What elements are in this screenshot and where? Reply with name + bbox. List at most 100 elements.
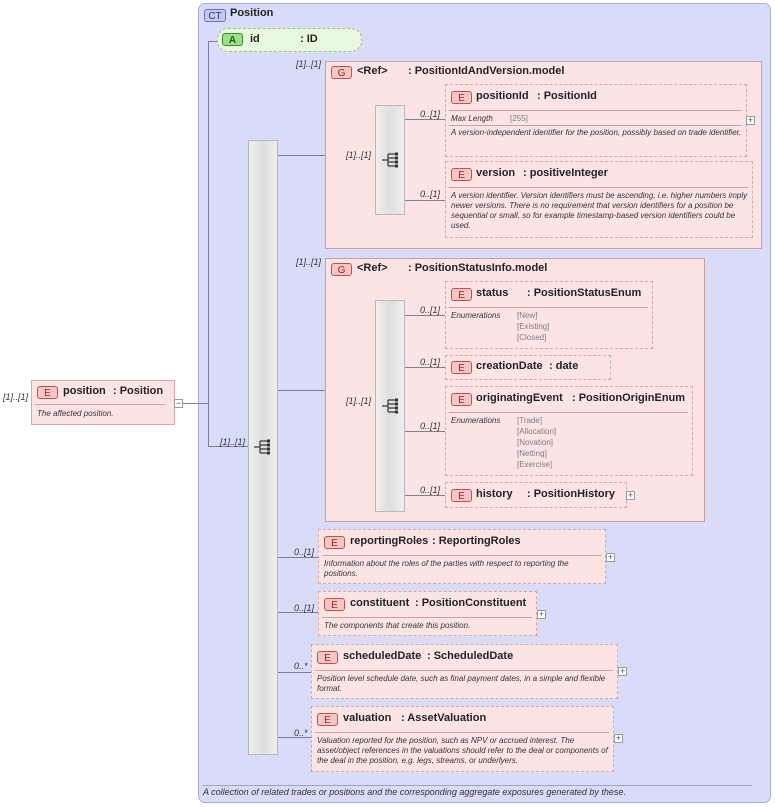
connector-line [405, 315, 445, 316]
attribute-type: : ID [300, 33, 318, 45]
sequence-icon [382, 398, 398, 414]
element-documentation: The affected position. [37, 409, 114, 418]
connector-line [405, 367, 445, 368]
divider [322, 555, 601, 556]
element-badge: E [451, 288, 472, 301]
element-documentation: Information about the roles of the parti… [324, 559, 569, 578]
group-multiplicity: [1]..[1] [296, 59, 322, 69]
group-sequence[interactable] [375, 300, 405, 512]
element-badge: E [37, 386, 58, 399]
element-name: constituent [350, 597, 410, 609]
element-multiplicity: 0..[1] [420, 109, 441, 119]
group-badge: G [331, 66, 352, 79]
expand-icon[interactable]: + [537, 609, 546, 619]
divider [449, 412, 688, 413]
element-documentation: A version identifier. Version identifier… [451, 191, 748, 230]
element-name: originatingEvent [476, 392, 563, 404]
divider [449, 125, 742, 126]
connector-line [405, 495, 445, 496]
enum-value: [Allocation] [517, 427, 557, 436]
group-name: : PositionIdAndVersion.model [408, 65, 565, 77]
element-documentation: Valuation reported for the position, suc… [317, 736, 608, 765]
element-documentation: A version-independent identifier for the… [451, 128, 742, 137]
element-badge: E [317, 713, 338, 726]
element-type: : ReportingRoles [432, 535, 521, 547]
group-badge: G [331, 263, 352, 276]
element-type: : PositionStatusEnum [527, 287, 642, 299]
expand-icon[interactable]: + [626, 490, 635, 500]
element-type: : date [549, 360, 579, 372]
element-type: : PositionConstituent [415, 597, 527, 609]
element-multiplicity: 0..[1] [294, 603, 315, 613]
expand-icon[interactable]: + [606, 552, 615, 562]
connector-line [405, 119, 445, 120]
expand-icon[interactable]: + [614, 733, 623, 743]
element-documentation: Position level schedule date, such as fi… [317, 674, 606, 693]
complex-type-title: Position [230, 7, 274, 19]
element-name: scheduledDate [343, 650, 422, 662]
element-badge: E [451, 361, 472, 374]
connector-line [278, 155, 325, 156]
enum-value: [Novation] [517, 438, 554, 447]
enum-value: [Closed] [517, 333, 547, 342]
divider [449, 187, 748, 188]
collapse-icon[interactable]: − [174, 398, 183, 408]
element-multiplicity: 0..* [294, 728, 308, 738]
connector-line [208, 41, 209, 404]
divider [449, 110, 742, 111]
element-valuation[interactable] [311, 706, 614, 772]
divider [315, 732, 609, 733]
element-badge: E [317, 651, 338, 664]
element-multiplicity: 0..[1] [420, 305, 441, 315]
element-originating-event[interactable] [445, 386, 693, 476]
element-constituent[interactable] [318, 591, 537, 636]
sequence-icon [254, 439, 270, 455]
element-scheduled-date[interactable] [311, 644, 618, 699]
connector-line [278, 557, 318, 558]
enum-value: [Trade] [517, 416, 543, 425]
connector-line [208, 403, 209, 447]
element-status[interactable] [445, 281, 653, 349]
element-badge: E [324, 536, 345, 549]
group-multiplicity: [1]..[1] [296, 257, 322, 267]
facet-label: Max Length [451, 114, 493, 123]
element-badge: E [451, 393, 472, 406]
element-reporting-roles[interactable] [318, 529, 606, 584]
group-name: : PositionStatusInfo.model [408, 262, 548, 274]
element-type: : PositionId [537, 90, 597, 102]
element-multiplicity: 0..[1] [420, 485, 441, 495]
element-badge: E [324, 598, 345, 611]
element-multiplicity: 0..[1] [420, 189, 441, 199]
connector-line [177, 403, 208, 404]
connector-line [278, 672, 311, 673]
enumerations-label: Enumerations [451, 416, 501, 425]
main-sequence[interactable] [248, 140, 278, 755]
element-type: : positiveInteger [523, 167, 608, 179]
element-name: position [63, 385, 106, 397]
divider [322, 617, 532, 618]
group-sequence[interactable] [375, 105, 405, 215]
expand-icon[interactable]: + [746, 115, 755, 125]
divider [35, 404, 165, 405]
element-version[interactable] [445, 161, 753, 238]
divider [449, 307, 648, 308]
element-badge: E [451, 489, 472, 502]
element-name: version [476, 167, 516, 179]
element-name: history [476, 488, 513, 500]
enumerations-label: Enumerations [451, 311, 501, 320]
element-creation-date[interactable] [445, 355, 611, 380]
element-multiplicity: 0..[1] [420, 421, 441, 431]
element-multiplicity: 0..[1] [294, 547, 315, 557]
root-multiplicity: [1]..[1] [3, 392, 29, 402]
attribute-badge: A [222, 33, 243, 46]
complex-type-badge: CT [204, 9, 226, 22]
divider [203, 785, 752, 786]
enum-value: [Netting] [517, 449, 547, 458]
enum-value: [Existing] [517, 322, 550, 331]
element-badge: E [451, 168, 472, 181]
element-position-id[interactable] [445, 84, 747, 157]
element-type: : AssetValuation [401, 712, 487, 724]
element-name: valuation [343, 712, 392, 724]
expand-icon[interactable]: + [618, 666, 627, 676]
element-history[interactable] [445, 482, 627, 508]
